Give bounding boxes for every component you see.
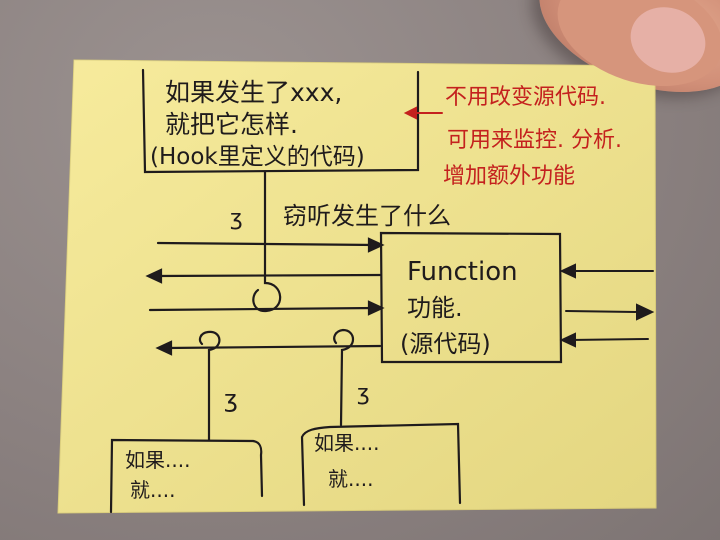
bottom-right-line2: 就.... [328,467,373,491]
function-box-line3: (源代码) [400,330,491,358]
red-note-line1: 不用改变源代码. [445,85,606,110]
hook-connector-top [252,170,282,313]
ear-icon-bottom-right: ʒ [357,381,370,406]
function-box [379,231,563,364]
hook-box-line3: (Hook里定义的代码) [150,144,365,170]
right-arrows [559,263,655,348]
bottom-right-hook-box [300,422,462,507]
red-note-line3: 增加额外功能 [443,164,575,189]
hook-connector-bottom-right [333,328,355,427]
eavesdrop-label: 窃听发生了什么 [283,202,451,230]
ear-icon: ʒ [230,206,243,231]
hook-connector-bottom-left [198,330,221,442]
red-note-line2: 可用来监控. 分析. [447,128,622,153]
bottom-left-line1: 如果.... [125,448,190,472]
left-arrows [145,237,385,356]
hook-box-line1: 如果发生了xxx, [165,78,342,107]
bottom-right-line1: 如果.... [314,431,379,455]
hook-box-line2: 就把它怎样. [165,110,298,139]
ear-icon-bottom-left: ʒ [224,385,238,413]
function-box-line2: 功能. [407,294,463,322]
hook-definition-box [141,68,420,174]
function-box-line1: Function [407,257,518,287]
bottom-left-line2: 就.... [130,478,175,502]
bottom-left-hook-box [109,438,264,514]
red-arrow [403,106,443,120]
